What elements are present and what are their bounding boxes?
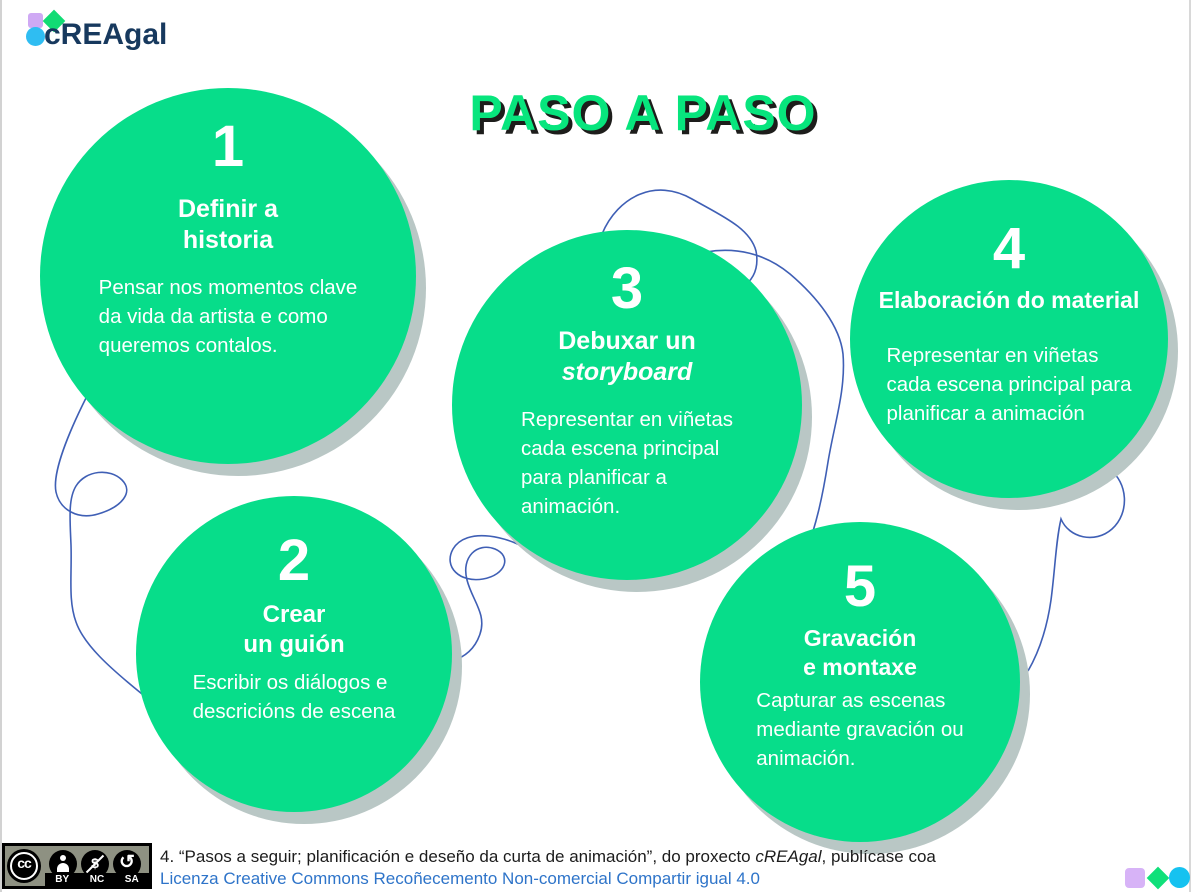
attribution-text: 4. “Pasos a seguir; planificación e dese…	[160, 847, 936, 866]
page-title: PASO A PASO	[469, 85, 817, 141]
step-1-title: Definir a historia	[177, 195, 279, 255]
project-name: cREAgal	[755, 847, 822, 866]
step-circle-4: 4 Elaboración do material Representar en…	[850, 180, 1168, 498]
step-5-body: Capturar as escenas mediante gravación o…	[756, 688, 964, 770]
step-circle-1: 1 Definir a historia Pensar nos momentos…	[40, 88, 416, 464]
logo-text: cREAgal	[44, 18, 168, 51]
step-2-title: Crear un guión	[243, 601, 345, 658]
logo-square-icon	[28, 13, 43, 28]
step-3-title: Debuxar un storyboard	[558, 327, 696, 387]
squiggle-left	[54, 397, 143, 695]
page-edge-right	[1189, 0, 1191, 892]
footer-square-icon	[1125, 868, 1145, 888]
creagal-logo: cREAgal	[24, 9, 224, 60]
step-4-title: Elaboración do material	[878, 287, 1140, 313]
step-2-number: 2	[277, 528, 311, 593]
step-3-number: 3	[610, 256, 644, 321]
page-edge-left	[0, 0, 2, 892]
license-link[interactable]: Licenza Creative Commons Recoñecemento N…	[160, 869, 760, 888]
squiggle-right-loop	[1027, 462, 1126, 672]
step-4-number: 4	[992, 216, 1026, 281]
step-3-body: Representar en viñetas cada escena princ…	[521, 407, 733, 518]
cc-icon: cc	[7, 849, 41, 883]
step-5-number: 5	[843, 554, 877, 619]
squiggle-middle-descent	[705, 249, 845, 553]
squiggle-center-loop	[449, 534, 542, 662]
cc-badge-labels: BY NC SA	[45, 873, 149, 886]
step-circle-2: 2 Crear un guión Escribir os diálogos e …	[136, 496, 452, 812]
step-1-number: 1	[211, 114, 245, 179]
squiggle-top-arc	[601, 189, 758, 291]
step-circle-5: 5 Gravación e montaxe Capturar as escena…	[700, 522, 1020, 842]
footer-circle-icon	[1169, 867, 1190, 888]
step-circle-3: 3 Debuxar un storyboard Representar en v…	[452, 230, 802, 580]
step-4-body: Representar en viñetas cada escena princ…	[886, 343, 1132, 425]
logo-circle-icon	[26, 27, 45, 46]
step-5-title: Gravación e montaxe	[803, 625, 917, 680]
step-2-body: Escribir os diálogos e descricións de es…	[192, 671, 396, 724]
step-1-body: Pensar nos momentos clave da vida da art…	[98, 275, 358, 357]
cc-license-badge[interactable]: cc $ ↺ BY NC SA	[2, 843, 152, 889]
